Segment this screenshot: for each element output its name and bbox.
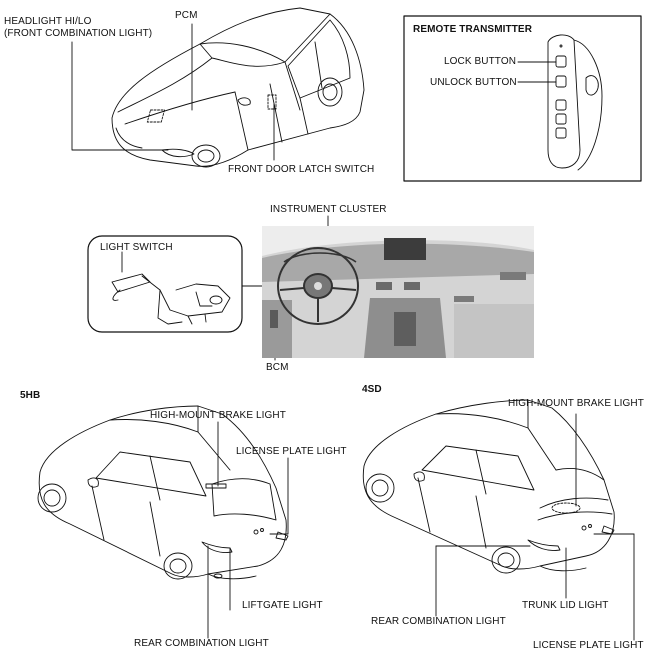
remote-transmitter-illustration [547, 34, 603, 171]
headlight-label: HEADLIGHT HI/LO [4, 16, 92, 27]
sd-trunk-lid-light-label: TRUNK LID LIGHT [522, 600, 609, 611]
hb-rear-combination-light-label: REAR COMBINATION LIGHT [134, 638, 269, 649]
light-switch-illustration [111, 273, 231, 325]
hb-high-mount-brake-light-label: HIGH-MOUNT BRAKE LIGHT [150, 410, 286, 421]
remote-transmitter-title: REMOTE TRANSMITTER [413, 24, 533, 35]
light-switch-label: LIGHT SWITCH [100, 242, 173, 253]
unlock-button-label: UNLOCK BUTTON [430, 77, 517, 88]
sedan-rear-illustration [362, 399, 615, 574]
variant-5hb-label: 5HB [20, 390, 41, 401]
headlight-sub-label: (FRONT COMBINATION LIGHT) [4, 28, 153, 39]
hb-license-plate-light-label: LICENSE PLATE LIGHT [236, 446, 347, 457]
pcm-label: PCM [175, 10, 198, 21]
sd-rear-combination-light-label: REAR COMBINATION LIGHT [371, 616, 506, 627]
lock-button-label: LOCK BUTTON [444, 56, 517, 67]
instrument-panel-illustration [262, 226, 534, 358]
hb-liftgate-light-label: LIFTGATE LIGHT [242, 600, 323, 611]
bcm-label: BCM [266, 362, 289, 373]
sd-high-mount-brake-light-label: HIGH-MOUNT BRAKE LIGHT [508, 398, 644, 409]
front-door-latch-label: FRONT DOOR LATCH SWITCH [228, 164, 375, 175]
instrument-cluster-label: INSTRUMENT CLUSTER [270, 204, 387, 215]
hatchback-illustration [37, 405, 289, 580]
front-car-illustration [111, 7, 365, 168]
sd-license-plate-light-label: LICENSE PLATE LIGHT [533, 640, 644, 651]
variant-4sd-label: 4SD [362, 384, 382, 395]
